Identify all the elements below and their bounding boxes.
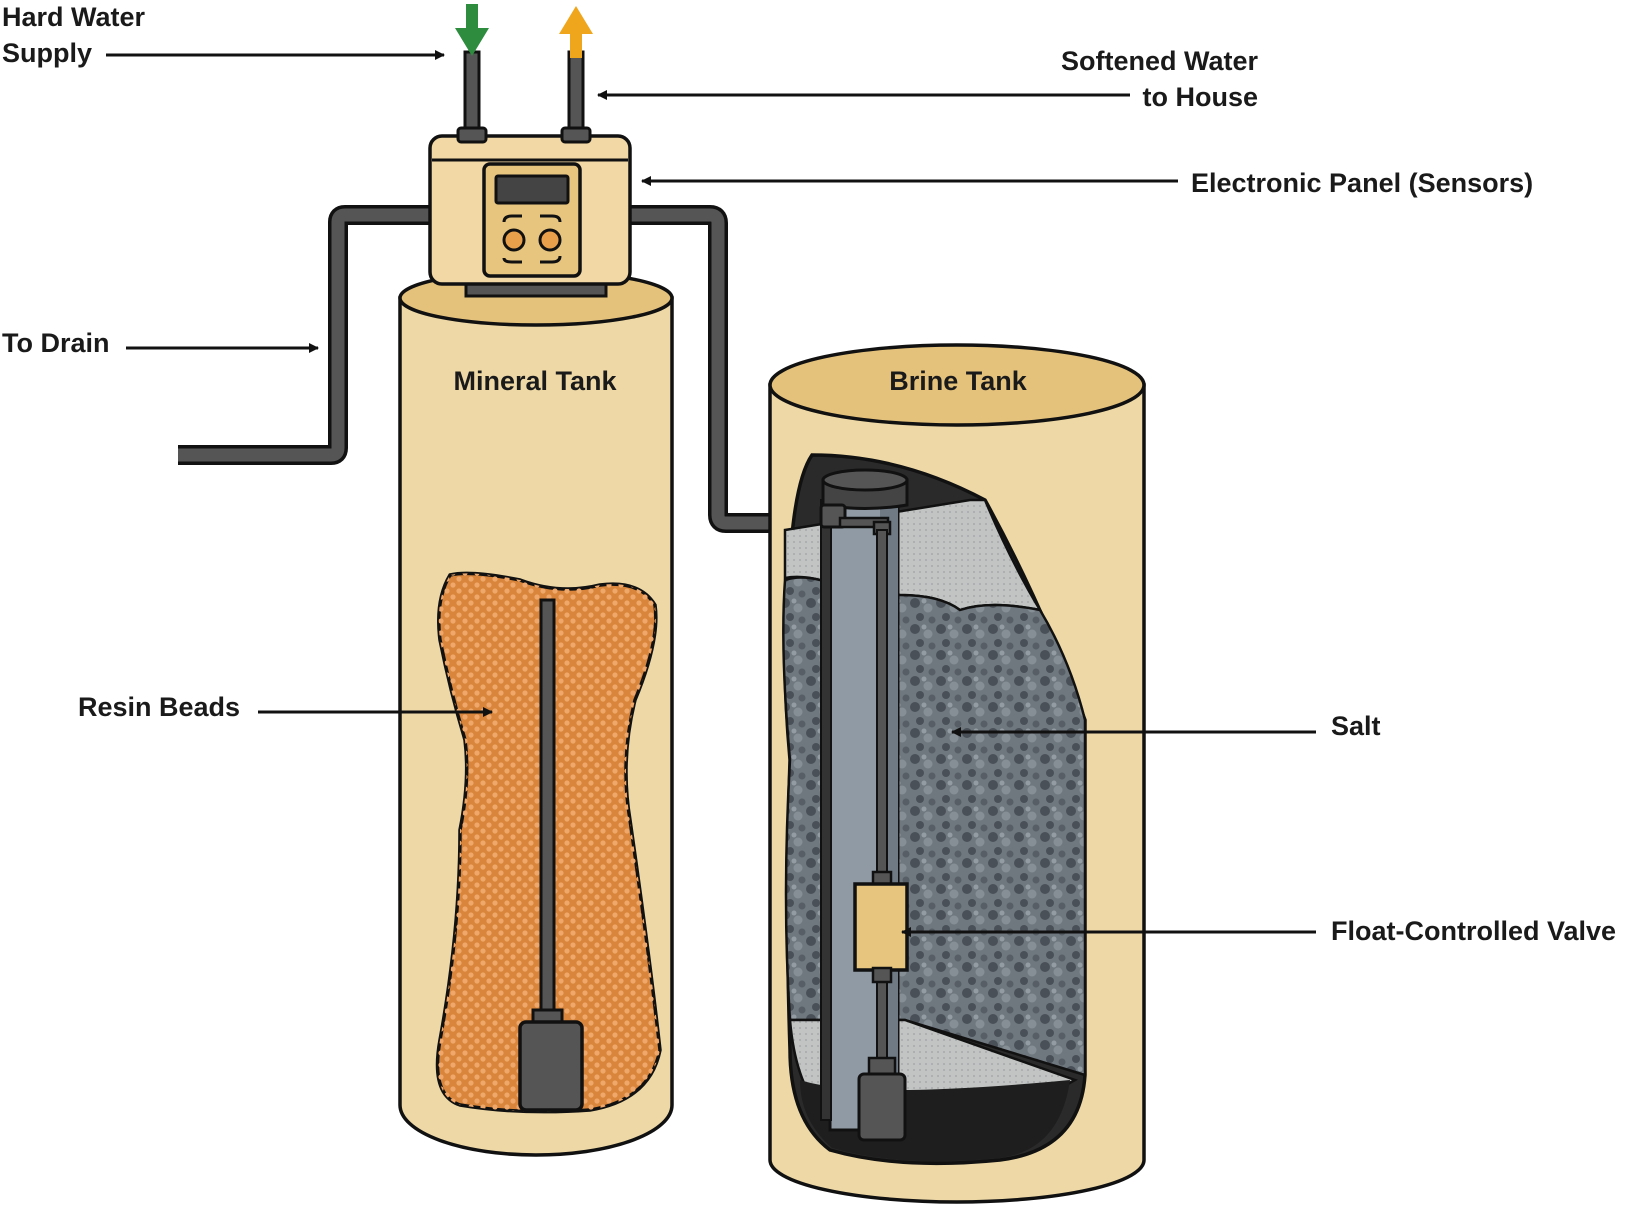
brine-tank-label: Brine Tank <box>889 366 1028 396</box>
brine-well <box>819 468 909 1142</box>
brine-line-pipe <box>620 205 790 533</box>
salt-label: Salt <box>1331 711 1381 741</box>
resin-beads-label: Resin Beads <box>78 692 240 722</box>
distributor-tube <box>518 598 584 1112</box>
softened-water-label-line1: Softened Water <box>1061 46 1259 76</box>
inlet-pipe <box>456 50 488 144</box>
softened-water-label-line2: to House <box>1142 82 1258 112</box>
float-valve-label: Float-Controlled Valve <box>1331 916 1616 946</box>
hard-water-label-line2: Supply <box>2 38 92 68</box>
mineral-tank-label: Mineral Tank <box>453 366 617 396</box>
outlet-pipe <box>560 50 592 144</box>
hard-water-label-line1: Hard Water <box>2 2 146 32</box>
inlet-arrow-icon <box>455 4 489 56</box>
electronic-panel-label: Electronic Panel (Sensors) <box>1191 168 1533 198</box>
leader-lines <box>106 50 1316 937</box>
outlet-arrow-icon <box>559 6 593 58</box>
drain-pipe <box>178 205 430 465</box>
to-drain-label: To Drain <box>2 328 110 358</box>
electronic-panel <box>482 162 582 278</box>
